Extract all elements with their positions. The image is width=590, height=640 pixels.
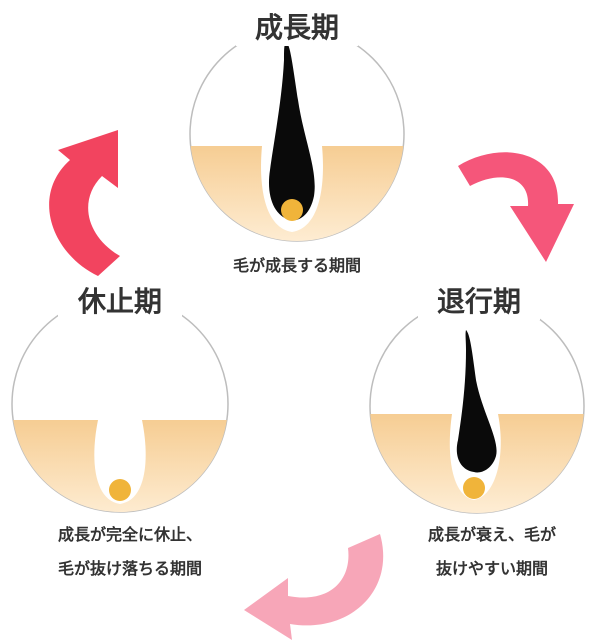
regression-bulb-icon (463, 477, 485, 499)
rest-follicle (94, 420, 146, 504)
regression-title: 退行期 (437, 285, 521, 318)
arrow-top-left-icon (49, 130, 121, 276)
rest-bulb-icon (109, 479, 131, 501)
regression-caption-line2: 抜けやすい期間 (436, 559, 548, 578)
rest-caption-line1: 成長が完全に休止、 (58, 525, 202, 544)
regression-hair-icon (456, 330, 497, 473)
rest-stage: 休止期 成長が完全に休止、 毛が抜け落ちる期間 (11, 280, 229, 578)
rest-caption-line2: 毛が抜け落ちる期間 (58, 559, 202, 578)
growth-bulb-icon (281, 199, 303, 221)
growth-title: 成長期 (255, 11, 339, 44)
arrow-top-right-icon (458, 152, 574, 262)
growth-caption: 毛が成長する期間 (233, 256, 361, 275)
growth-hair-icon (268, 42, 315, 221)
regression-caption-line1: 成長が衰え、毛が (428, 525, 556, 544)
rest-title: 休止期 (77, 285, 162, 318)
arrow-bottom-icon (244, 534, 384, 640)
growth-stage: 成長期 毛が成長する期間 (189, 6, 405, 275)
regression-stage: 退行期 成長が衰え、毛が 抜けやすい期間 (369, 280, 585, 578)
